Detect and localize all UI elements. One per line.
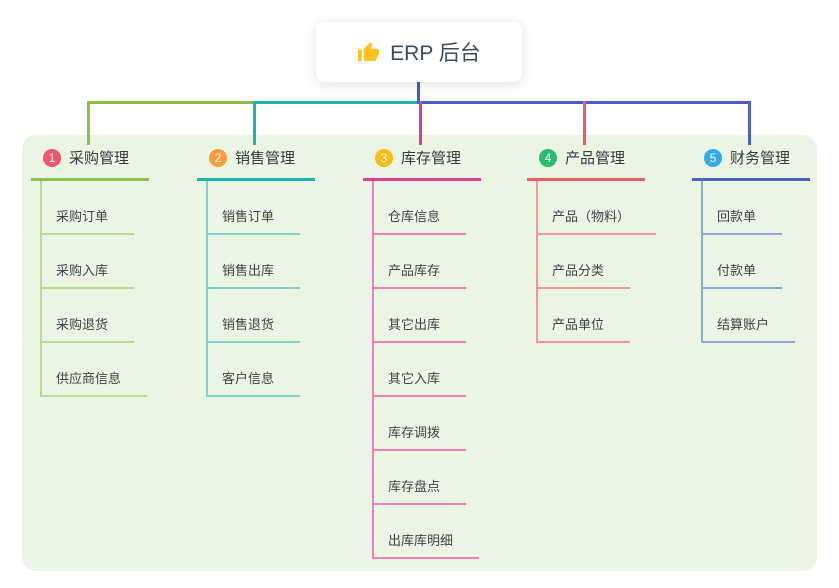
child-row: 销售订单 [206, 181, 315, 235]
child-node[interactable]: 仓库信息 [372, 208, 467, 235]
child-node[interactable]: 产品库存 [372, 262, 467, 289]
branch-number-badge: 4 [539, 148, 557, 167]
child-row: 其它出库 [372, 289, 481, 343]
branch-number-badge: 2 [209, 148, 227, 167]
branch-title: 销售管理 [235, 150, 296, 167]
child-row: 出库库明细 [372, 505, 481, 559]
child-trunk-line [701, 181, 703, 343]
branch-header[interactable]: 5 财务管理 [692, 140, 810, 181]
child-trunk-line [536, 181, 538, 343]
root-connector-line [417, 82, 420, 104]
branch-number-badge: 1 [43, 148, 61, 167]
child-row: 其它入库 [372, 343, 481, 397]
child-node[interactable]: 供应商信息 [40, 370, 148, 397]
child-node[interactable]: 出库库明细 [372, 532, 480, 559]
branch-title: 采购管理 [69, 150, 130, 167]
root-title: ERP 后台 [390, 42, 481, 65]
child-node[interactable]: 其它入库 [372, 370, 467, 397]
branch-children: 仓库信息 产品库存 其它出库 其它入库 库存调拨 库存盘点 出库库明细 [372, 181, 481, 559]
bus-segment [253, 101, 419, 104]
branch-header[interactable]: 4 产品管理 [527, 140, 645, 181]
child-row: 产品（物料） [536, 181, 657, 235]
child-node[interactable]: 采购退货 [40, 316, 135, 343]
branch-node: 1 采购管理 采购订单 采购入库 采购退货 供应商信息 [31, 140, 149, 397]
child-row: 付款单 [701, 235, 810, 289]
child-node[interactable]: 产品分类 [536, 262, 631, 289]
child-node[interactable]: 库存盘点 [372, 478, 467, 505]
branch-title: 产品管理 [565, 150, 626, 167]
child-node[interactable]: 其它出库 [372, 316, 467, 343]
child-node[interactable]: 回款单 [701, 208, 783, 235]
child-node[interactable]: 销售退货 [206, 316, 301, 343]
branch-node: 5 财务管理 回款单 付款单 结算账户 [692, 140, 810, 343]
child-node[interactable]: 采购入库 [40, 262, 135, 289]
branch-drop-line [748, 101, 751, 145]
child-row: 销售出库 [206, 235, 315, 289]
child-row: 客户信息 [206, 343, 315, 397]
child-row: 回款单 [701, 181, 810, 235]
child-trunk-line [206, 181, 208, 397]
branch-drop-line [419, 101, 422, 145]
child-row: 销售退货 [206, 289, 315, 343]
branch-header[interactable]: 1 采购管理 [31, 140, 149, 181]
child-row: 库存盘点 [372, 451, 481, 505]
root-node[interactable]: ERP 后台 [316, 22, 522, 82]
branch-node: 3 库存管理 仓库信息 产品库存 其它出库 其它入库 库存调拨 库存盘点 出库库… [363, 140, 481, 559]
branch-drop-line [253, 101, 256, 145]
child-row: 结算账户 [701, 289, 810, 343]
child-trunk-line [40, 181, 42, 397]
thumbs-up-icon [357, 41, 380, 64]
branch-children: 产品（物料） 产品分类 产品单位 [536, 181, 657, 343]
bus-segment [87, 101, 253, 104]
branch-node: 2 销售管理 销售订单 销售出库 销售退货 客户信息 [197, 140, 315, 397]
branch-drop-line [583, 101, 586, 145]
branch-header[interactable]: 3 库存管理 [363, 140, 481, 181]
child-row: 采购退货 [40, 289, 149, 343]
branch-header[interactable]: 2 销售管理 [197, 140, 315, 181]
child-row: 仓库信息 [372, 181, 481, 235]
child-trunk-line [372, 181, 374, 559]
branch-children: 回款单 付款单 结算账户 [701, 181, 810, 343]
branch-children: 销售订单 销售出库 销售退货 客户信息 [206, 181, 315, 397]
child-node[interactable]: 销售订单 [206, 208, 301, 235]
child-row: 采购订单 [40, 181, 149, 235]
child-row: 供应商信息 [40, 343, 149, 397]
child-row: 产品分类 [536, 235, 645, 289]
child-row: 产品库存 [372, 235, 481, 289]
branch-children: 采购订单 采购入库 采购退货 供应商信息 [40, 181, 149, 397]
branch-drop-line [87, 101, 90, 145]
branch-title: 财务管理 [730, 150, 791, 167]
branch-node: 4 产品管理 产品（物料） 产品分类 产品单位 [527, 140, 657, 343]
child-node[interactable]: 产品（物料） [536, 208, 657, 235]
child-row: 库存调拨 [372, 397, 481, 451]
child-node[interactable]: 结算账户 [701, 316, 796, 343]
child-node[interactable]: 客户信息 [206, 370, 301, 397]
child-node[interactable]: 销售出库 [206, 262, 301, 289]
child-row: 产品单位 [536, 289, 645, 343]
child-node[interactable]: 付款单 [701, 262, 783, 289]
branch-number-badge: 5 [704, 148, 722, 167]
child-node[interactable]: 采购订单 [40, 208, 135, 235]
branch-number-badge: 3 [375, 148, 393, 167]
branch-title: 库存管理 [401, 150, 462, 167]
child-node[interactable]: 库存调拨 [372, 424, 467, 451]
child-row: 采购入库 [40, 235, 149, 289]
child-node[interactable]: 产品单位 [536, 316, 631, 343]
branches-panel [22, 135, 817, 571]
